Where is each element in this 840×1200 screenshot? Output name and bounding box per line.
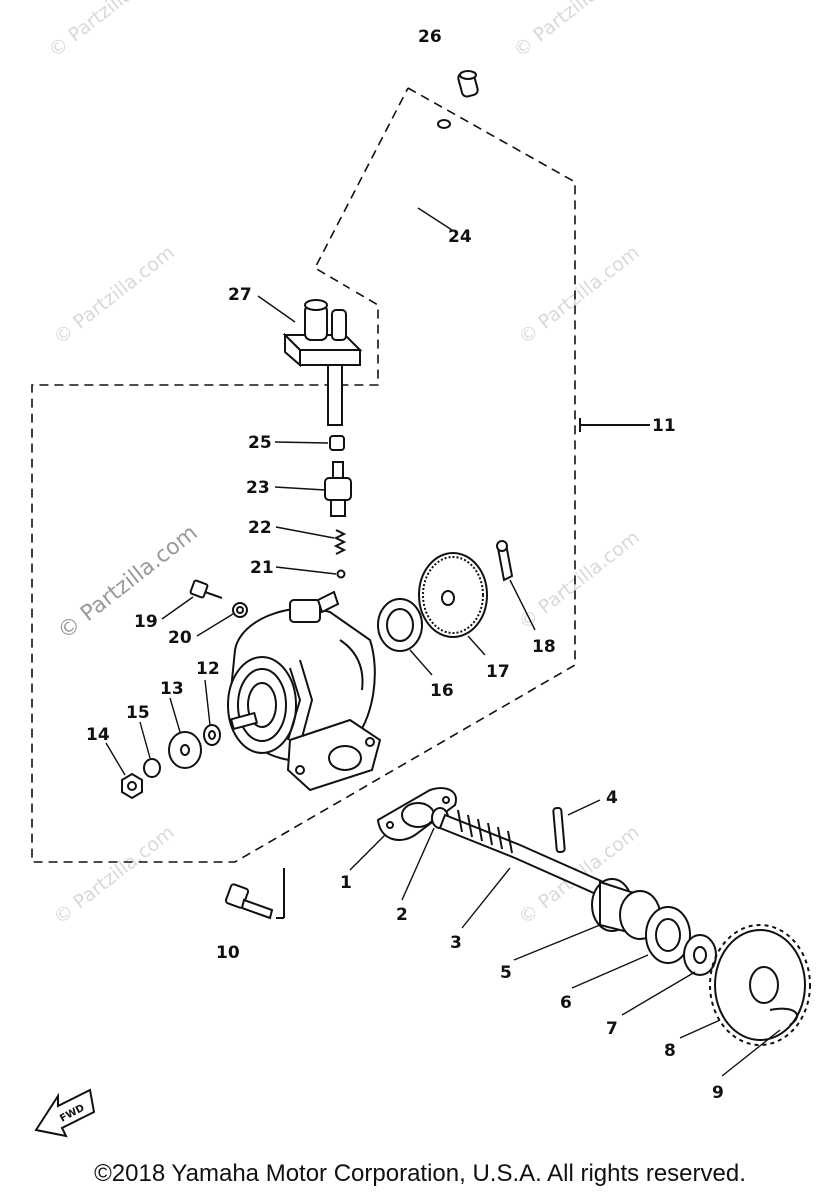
assembly-outline [31, 87, 650, 919]
delivery-pipe [343, 70, 479, 321]
check-valve-stack [324, 435, 352, 579]
banjo-fitting [282, 299, 363, 426]
callout-10: 10 [216, 943, 240, 963]
callout-24: 24 [448, 227, 472, 247]
gasket-and-seal [376, 787, 457, 841]
callout-2: 2 [396, 905, 408, 925]
callout-20: 20 [168, 628, 192, 648]
oil-pump-body [227, 590, 382, 792]
watermark: © Partzilla.com [515, 526, 644, 634]
callout-25: 25 [248, 433, 272, 453]
callout-16: 16 [430, 681, 454, 701]
watermark-featured: © Partzilla.com [53, 521, 202, 645]
callout-18: 18 [532, 637, 556, 657]
callout-11: 11 [652, 416, 676, 436]
callout-23: 23 [246, 478, 270, 498]
drive-shaft [438, 806, 612, 900]
callout-12: 12 [196, 659, 220, 679]
callout-13: 13 [160, 679, 184, 699]
callout-27: 27 [228, 285, 252, 305]
watermark: © Partzilla.com [50, 821, 179, 929]
callout-5: 5 [500, 963, 512, 983]
callout-14: 14 [86, 725, 110, 745]
callout-21: 21 [250, 558, 274, 578]
mounting-bolt [224, 883, 274, 920]
callout-numbers: 26 24 27 11 25 23 22 21 19 20 18 17 16 1… [86, 27, 724, 1103]
shaft-fasteners [121, 724, 221, 800]
callout-15: 15 [126, 703, 150, 723]
bolt-and-washer [189, 579, 248, 618]
pump-drive-gear [377, 540, 514, 652]
callout-3: 3 [450, 933, 462, 953]
callout-7: 7 [606, 1019, 618, 1039]
callout-26: 26 [418, 27, 442, 47]
fwd-arrow: FWD [34, 1088, 96, 1138]
watermark: © Partzilla.com [515, 241, 644, 349]
callout-19: 19 [134, 612, 158, 632]
watermark: © Partzilla.com [45, 0, 174, 62]
callout-1: 1 [340, 873, 352, 893]
gear-assembly [591, 878, 811, 1046]
watermark: © Partzilla.com [50, 241, 179, 349]
callout-22: 22 [248, 518, 272, 538]
callout-9: 9 [712, 1083, 724, 1103]
watermark: © Partzilla.com [510, 0, 639, 62]
callout-6: 6 [560, 993, 572, 1013]
copyright-notice: ©2018 Yamaha Motor Corporation, U.S.A. A… [94, 1160, 746, 1187]
leader-lines [105, 207, 781, 1077]
callout-4: 4 [606, 788, 618, 808]
callout-8: 8 [664, 1041, 676, 1061]
callout-17: 17 [486, 662, 510, 682]
